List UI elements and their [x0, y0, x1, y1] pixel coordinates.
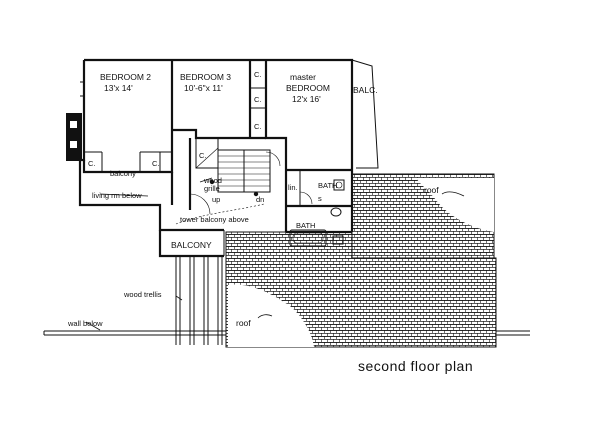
roof-right-label: roof	[424, 185, 439, 195]
master-name: BEDROOM	[286, 83, 330, 93]
roof-left-label: roof	[236, 318, 251, 328]
living-rm-below-label: living rm below	[92, 191, 142, 200]
bath-upper-label: BATH	[318, 181, 337, 190]
plan-title: second floor plan	[358, 358, 473, 374]
closet-label: C.	[254, 70, 262, 79]
closet-label: C.	[88, 159, 96, 168]
roof-right	[351, 173, 495, 263]
closet-label: C.	[199, 151, 207, 160]
bedroom3-name: BEDROOM 3	[180, 72, 231, 82]
leaders	[85, 177, 465, 331]
grille-label: grille	[204, 184, 220, 193]
interior-walls	[82, 60, 352, 247]
bedroom2-name: BEDROOM 2	[100, 72, 151, 82]
tower-balcony-label: tower balcony above	[180, 215, 249, 224]
wall-below-label: wall below	[67, 319, 103, 328]
wall-below	[43, 330, 530, 336]
bath-lower-label: BATH	[296, 221, 315, 230]
shower-label: s	[318, 194, 322, 203]
bedroom2-size: 13'x 14'	[104, 83, 133, 93]
master-name-top: master	[290, 72, 316, 82]
balc-label: BALC.	[353, 85, 378, 95]
up-label: up	[212, 195, 220, 204]
linen-label: lin.	[288, 183, 298, 192]
wood-trellis-label: wood trellis	[123, 290, 162, 299]
dn-label: dn	[256, 195, 264, 204]
closet-label: C.	[152, 159, 160, 168]
wood-trellis	[175, 256, 223, 345]
room-labels: BEDROOM 2 13'x 14' BEDROOM 3 10'-6"x 11'…	[67, 70, 473, 374]
wood-label: wood	[203, 176, 222, 185]
bedroom3-size: 10'-6"x 11'	[184, 83, 223, 93]
closet-label: C.	[254, 122, 262, 131]
balcony-small-label: balcony	[110, 169, 136, 178]
closet-label: C.	[254, 95, 262, 104]
master-size: 12'x 16'	[292, 94, 321, 104]
balcony-label: BALCONY	[171, 240, 212, 250]
